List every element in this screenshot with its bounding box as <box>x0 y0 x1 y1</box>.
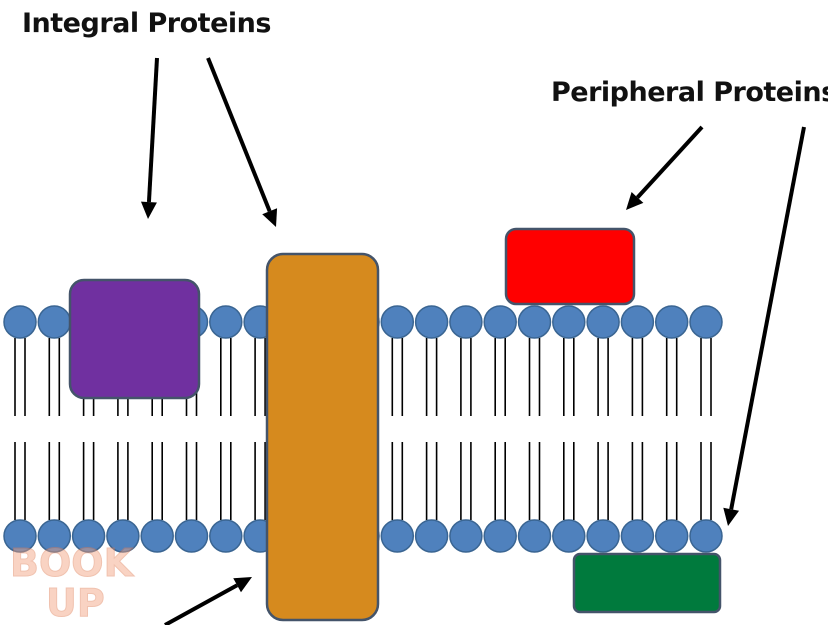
arrow-from-bottom <box>164 577 252 627</box>
phospholipid-head <box>552 305 586 339</box>
phospholipid-head <box>552 519 586 553</box>
phospholipid-head <box>3 519 37 553</box>
phospholipid-head <box>654 519 689 553</box>
arrow-to-green-protein <box>723 126 806 526</box>
arrow-to-purple-protein <box>140 57 159 219</box>
phospholipid-head <box>654 305 689 339</box>
watermark-line-1: BOOK <box>10 541 135 585</box>
arrow-head <box>140 201 157 219</box>
integral-protein-purple <box>68 278 201 400</box>
arrows <box>140 57 806 627</box>
phospholipid-head <box>620 519 655 553</box>
phospholipid-head <box>380 305 415 339</box>
integral-proteins-label: Integral Proteins <box>22 8 271 39</box>
phospholipid-head <box>689 305 723 339</box>
phospholipid-head <box>449 305 483 339</box>
peripheral-protein-green <box>572 552 722 614</box>
arrow-to-orange-protein <box>206 57 278 227</box>
phospholipid-head <box>209 519 243 553</box>
phospholipid-head <box>37 305 72 339</box>
phospholipid-head <box>517 305 552 339</box>
integral-protein-transmembrane <box>265 252 380 622</box>
phospholipid-head <box>483 305 517 339</box>
phospholipid-head <box>414 305 449 339</box>
arrow-shaft <box>729 126 806 510</box>
phospholipid-head <box>620 305 655 339</box>
phospholipid-head <box>689 519 723 553</box>
arrow-to-red-protein <box>626 125 704 210</box>
phospholipid-head <box>3 305 37 339</box>
watermark-line-2: UP <box>46 581 105 618</box>
phospholipid-head <box>140 519 174 553</box>
phospholipid-head <box>517 519 552 553</box>
phospholipid-head <box>209 305 243 339</box>
peripheral-proteins-label: Peripheral Proteins <box>551 77 828 108</box>
arrow-head <box>723 507 740 526</box>
phospholipid-head <box>380 519 415 553</box>
peripheral-protein-red <box>504 227 636 306</box>
phospholipid-head <box>71 519 106 553</box>
arrow-head <box>626 192 644 210</box>
phospholipid-head <box>37 519 72 553</box>
arrow-shaft <box>636 125 704 199</box>
phospholipid-head <box>106 519 140 553</box>
arrow-head <box>233 577 252 593</box>
proteins <box>68 227 722 622</box>
phospholipid-head <box>449 519 483 553</box>
phospholipid-head <box>174 519 209 553</box>
phospholipid-head <box>483 519 517 553</box>
arrow-shaft <box>164 583 239 627</box>
phospholipid-head <box>586 305 620 339</box>
bookup-watermark-logo: BOOK UP <box>10 541 136 619</box>
phospholipid-head <box>414 519 449 553</box>
arrow-head <box>262 208 278 227</box>
arrow-shaft <box>146 57 159 203</box>
arrow-shaft <box>206 57 272 212</box>
phospholipid-head <box>586 519 620 553</box>
